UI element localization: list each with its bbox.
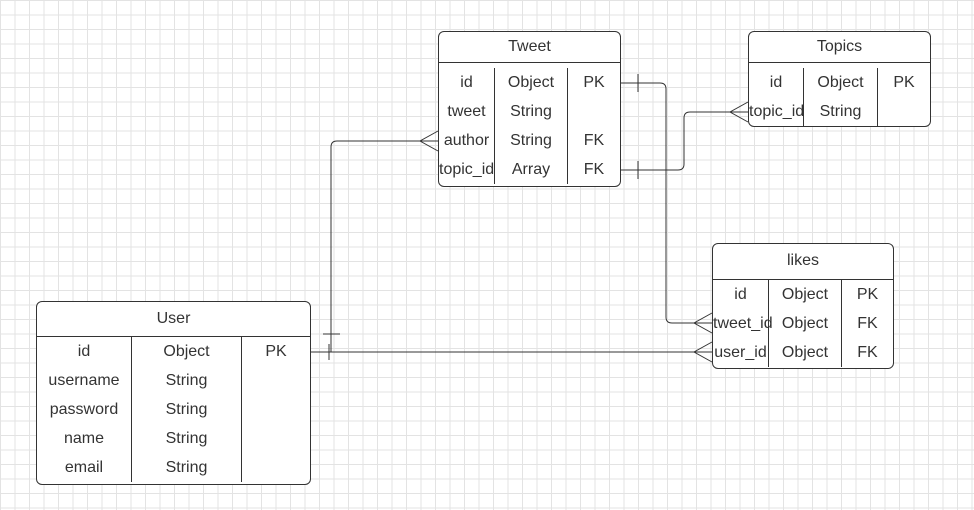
many-marker-likes-user-id <box>692 341 713 363</box>
field-key: FK <box>841 338 893 367</box>
entity-tweet-title: Tweet <box>439 32 620 63</box>
field-name: author <box>443 132 490 149</box>
connector-user-to-tweet-author <box>310 140 438 353</box>
field-key: PK <box>841 280 893 309</box>
field-type: String <box>803 97 877 126</box>
connector-tweet-to-topics <box>620 111 748 171</box>
field-name: topic_id <box>749 103 805 120</box>
field-type: String <box>494 126 567 155</box>
field-type: Object <box>768 280 841 309</box>
field-name: id <box>77 343 91 360</box>
field-type: Object <box>494 68 567 97</box>
field-key <box>241 395 310 424</box>
field-name: tweet <box>447 103 486 120</box>
field-key <box>241 424 310 453</box>
entity-user-title: User <box>37 302 310 337</box>
field-key: FK <box>841 309 893 338</box>
field-key: PK <box>567 68 620 97</box>
field-key: PK <box>241 337 310 366</box>
field-name: username <box>48 372 120 389</box>
field-key <box>877 97 930 126</box>
table-row: email String <box>37 453 310 482</box>
table-row: topic_id Array FK <box>439 155 620 184</box>
entity-tweet[interactable]: Tweet id Object PK tweet String author S… <box>438 31 621 187</box>
field-type: String <box>131 453 241 482</box>
table-row: username String <box>37 366 310 395</box>
many-marker-tweet-author <box>418 130 439 152</box>
table-row: user_id Object FK <box>713 338 893 367</box>
field-name: password <box>49 401 119 418</box>
entity-user[interactable]: User id Object PK username String passwo… <box>36 301 311 485</box>
field-key: PK <box>877 68 930 97</box>
table-row: id Object PK <box>439 68 620 97</box>
entity-likes[interactable]: likes id Object PK tweet_id Object FK us… <box>712 243 894 369</box>
field-key <box>241 366 310 395</box>
field-name: id <box>460 74 473 91</box>
field-key <box>567 97 620 126</box>
field-type: Object <box>131 337 241 366</box>
field-name: user_id <box>714 344 767 361</box>
field-type: String <box>131 395 241 424</box>
table-row: name String <box>37 424 310 453</box>
field-type: Object <box>803 68 877 97</box>
field-type: Object <box>768 309 841 338</box>
table-row: id Object PK <box>713 280 893 309</box>
field-key: FK <box>567 126 620 155</box>
table-row: password String <box>37 395 310 424</box>
field-type: Object <box>768 338 841 367</box>
table-row: id Object PK <box>37 337 310 366</box>
table-row: topic_id String <box>749 97 930 126</box>
field-type: String <box>131 424 241 453</box>
connector-tweet-to-likes <box>620 82 712 324</box>
table-row: tweet_id Object FK <box>713 309 893 338</box>
field-name: topic_id <box>439 161 495 178</box>
field-type: String <box>494 97 567 126</box>
field-type: String <box>131 366 241 395</box>
entity-likes-title: likes <box>713 244 893 280</box>
field-name: id <box>769 74 783 91</box>
table-row: id Object PK <box>749 68 930 97</box>
field-key <box>241 453 310 482</box>
entity-topics[interactable]: Topics id Object PK topic_id String <box>748 31 931 127</box>
field-name: name <box>63 430 105 447</box>
field-name: email <box>64 459 104 476</box>
many-marker-topics-topic-id <box>728 101 749 123</box>
field-type: Array <box>494 155 567 184</box>
entity-topics-title: Topics <box>749 32 930 63</box>
field-name: tweet_id <box>713 315 773 332</box>
many-marker-likes-tweet-id <box>692 312 713 334</box>
field-name: id <box>734 286 747 303</box>
table-row: author String FK <box>439 126 620 155</box>
field-key: FK <box>567 155 620 184</box>
table-row: tweet String <box>439 97 620 126</box>
